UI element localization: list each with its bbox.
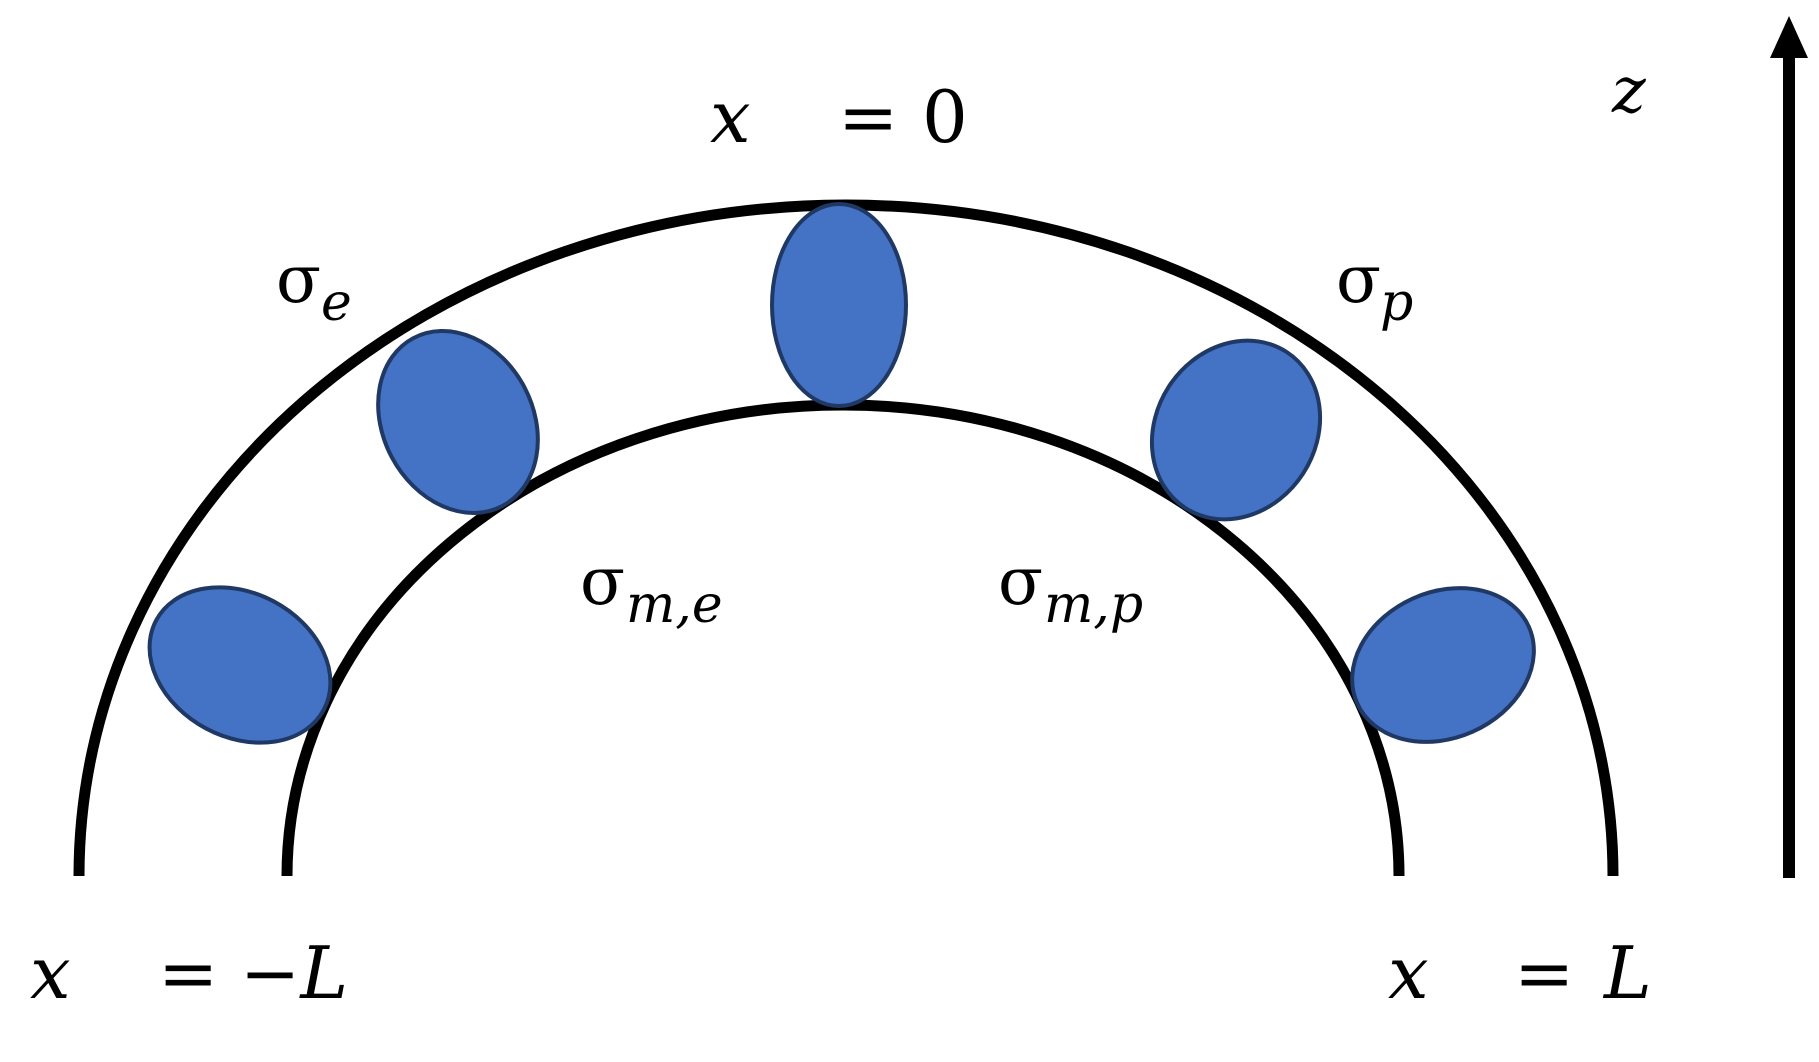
label-top-val: 0: [922, 75, 968, 159]
z-axis-label: z: [1611, 54, 1647, 128]
protein-ellipse-left-low: [147, 585, 333, 745]
protein-ellipses: [147, 202, 1536, 745]
label-top-var: x: [710, 75, 751, 159]
sigma-p-base: σ: [1336, 241, 1381, 318]
sigma-mp-base: σ: [998, 543, 1043, 620]
label-x-equals-minus-l: x = −L: [30, 931, 348, 1015]
label-right-val: L: [1602, 931, 1652, 1015]
protein-ellipse-left-high: [376, 329, 540, 515]
label-right-eq: =: [1514, 931, 1574, 1015]
protein-ellipse-right-low: [1350, 586, 1536, 744]
protein-ellipse-top: [770, 202, 908, 408]
sigma-me-base: σ: [580, 543, 625, 620]
sigma-me-sub: m,e: [626, 575, 723, 635]
label-left-eq: =: [158, 931, 218, 1015]
label-sigma-e: σ e: [276, 241, 352, 333]
sigma-e-sub: e: [321, 273, 352, 333]
label-right-var: x: [1388, 931, 1429, 1015]
label-x-equals-l: x = L: [1388, 931, 1652, 1015]
label-sigma-p: σ p: [1336, 241, 1413, 333]
sigma-e-base: σ: [276, 241, 321, 318]
label-sigma-m-e: σ m,e: [580, 543, 723, 635]
sigma-p-sub: p: [1380, 273, 1413, 333]
arrow-up-icon: [1770, 16, 1808, 878]
label-left-val: −L: [240, 931, 348, 1015]
protein-ellipse-right-high: [1149, 338, 1323, 522]
label-top-eq: =: [838, 75, 898, 159]
label-sigma-m-p: σ m,p: [998, 543, 1143, 635]
sigma-mp-sub: m,p: [1044, 575, 1143, 635]
label-left-var: x: [30, 931, 71, 1015]
label-x-equals-zero: x = 0: [710, 75, 968, 159]
